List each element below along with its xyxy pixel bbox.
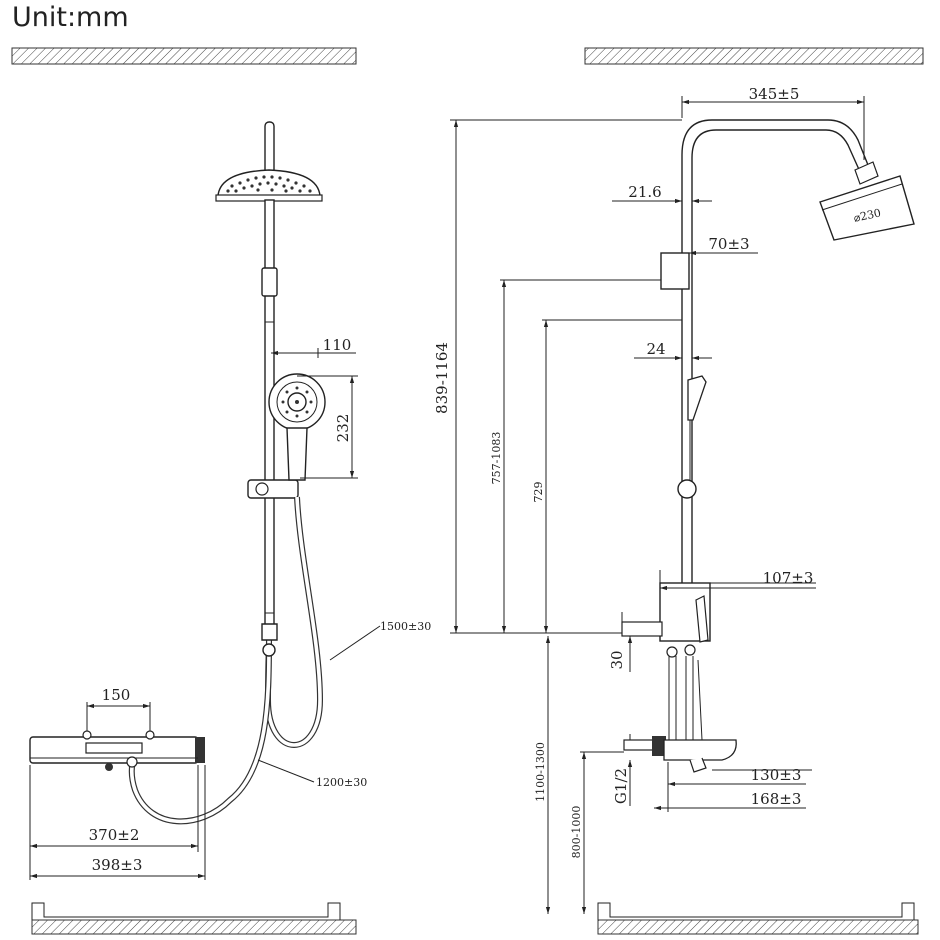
side-lower-pipes — [668, 656, 712, 745]
side-mixer — [621, 582, 711, 658]
dim-mixer-depth: 107±3 — [763, 569, 814, 587]
dim-outlet-height: 800-1000 — [570, 806, 583, 859]
dim-arm-reach: 345±5 — [749, 85, 800, 103]
dim-install-height: 1100-1300 — [534, 742, 547, 802]
front-view: 110 232 1500±30 1200±30 150 370±2 398±3 — [29, 121, 431, 880]
dim-thread: G1/2 — [612, 768, 630, 804]
hand-shower — [268, 373, 326, 481]
dim-rod-dia: 24 — [646, 340, 665, 358]
mixer-body — [29, 730, 205, 771]
side-outlet — [623, 736, 737, 773]
riser-clamp — [261, 267, 278, 297]
side-view: ⌀230 — [433, 85, 915, 914]
floor-right — [597, 902, 919, 935]
dim-head-diameter: ⌀230 — [852, 206, 882, 224]
hose-short — [128, 639, 272, 825]
dim-handshower-width: 110 — [323, 336, 352, 354]
side-holder — [660, 252, 690, 290]
rain-shower-head — [215, 169, 323, 202]
ceiling-right — [584, 47, 924, 65]
dim-total-height: 839-1164 — [433, 342, 451, 414]
dim-hose-short: 1200±30 — [316, 776, 367, 789]
dim-pipe-dia: 21.6 — [628, 183, 661, 201]
dim-mixer-body: 370±2 — [89, 826, 140, 844]
unit-label: Unit:mm — [12, 2, 129, 33]
dim-handshower-height: 232 — [334, 414, 352, 443]
dim-mixer-height: 30 — [608, 650, 626, 669]
dim-elbow-min: 130±3 — [751, 766, 802, 784]
side-hand-shower — [687, 375, 707, 421]
dim-slider-height: 729 — [532, 482, 545, 503]
dim-elbow-max: 168±3 — [751, 790, 802, 808]
floor-left — [31, 902, 357, 935]
dim-holder-height: 757-1083 — [490, 432, 503, 485]
dim-holder-size: 70±3 — [708, 235, 749, 253]
dim-mixer-total: 398±3 — [92, 856, 143, 874]
shower-arm — [681, 119, 871, 600]
diverter — [261, 623, 278, 657]
ceiling-left — [11, 47, 357, 65]
side-rain-head: ⌀230 — [819, 175, 915, 241]
side-slider — [677, 479, 697, 499]
dim-mixer-center: 150 — [102, 686, 131, 704]
dim-hose-long: 1500±30 — [380, 620, 431, 633]
